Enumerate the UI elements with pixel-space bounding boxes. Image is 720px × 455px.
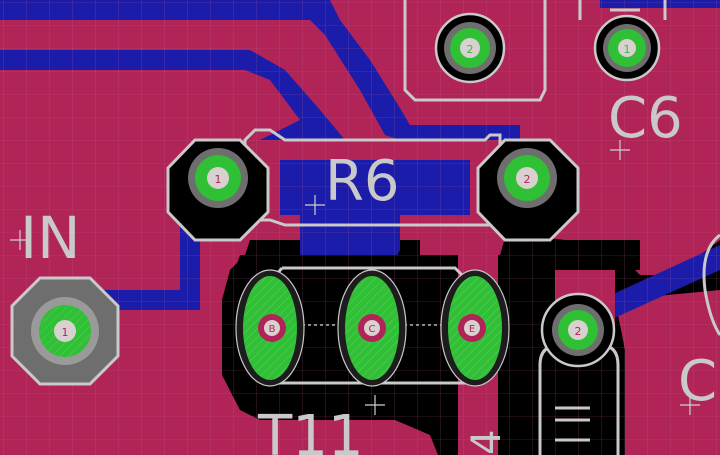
- pad-t11-c-label: C: [369, 324, 376, 335]
- pad-in-number: 1: [62, 326, 69, 339]
- pad-r6-2[interactable]: 2: [476, 138, 580, 242]
- pad-top-left-number: 2: [467, 43, 474, 56]
- label-t11: T11: [257, 404, 363, 455]
- pad-t11-b[interactable]: B: [235, 269, 305, 387]
- label-4-partial: 4: [464, 430, 510, 455]
- pad-r6-1-number: 1: [215, 173, 222, 186]
- pad-t11-e-label: E: [469, 324, 475, 335]
- silk-top-component-outline: [403, 0, 547, 102]
- pad-right-cap[interactable]: 2: [540, 292, 616, 368]
- pad-in[interactable]: 1: [10, 276, 120, 386]
- pad-t11-e[interactable]: E: [440, 269, 510, 387]
- label-r6: R6: [325, 149, 400, 214]
- pad-t11-c[interactable]: C: [337, 269, 407, 387]
- silk-c6-outline: [578, 0, 667, 20]
- label-in: IN: [20, 204, 81, 272]
- right-edge-component: [702, 233, 720, 336]
- label-c-partial: C: [678, 349, 717, 414]
- pad-top-right[interactable]: 1: [593, 14, 661, 82]
- origin-markers: [10, 140, 700, 415]
- pad-top-left[interactable]: 2: [434, 12, 506, 84]
- pad-r6-1[interactable]: 1: [166, 138, 270, 242]
- label-c6: C6: [608, 86, 683, 151]
- pad-top-right-number: 1: [624, 43, 631, 56]
- pad-t11-b-label: B: [269, 324, 276, 335]
- pad-right-cap-number: 2: [575, 325, 582, 338]
- pad-r6-2-number: 2: [524, 173, 531, 186]
